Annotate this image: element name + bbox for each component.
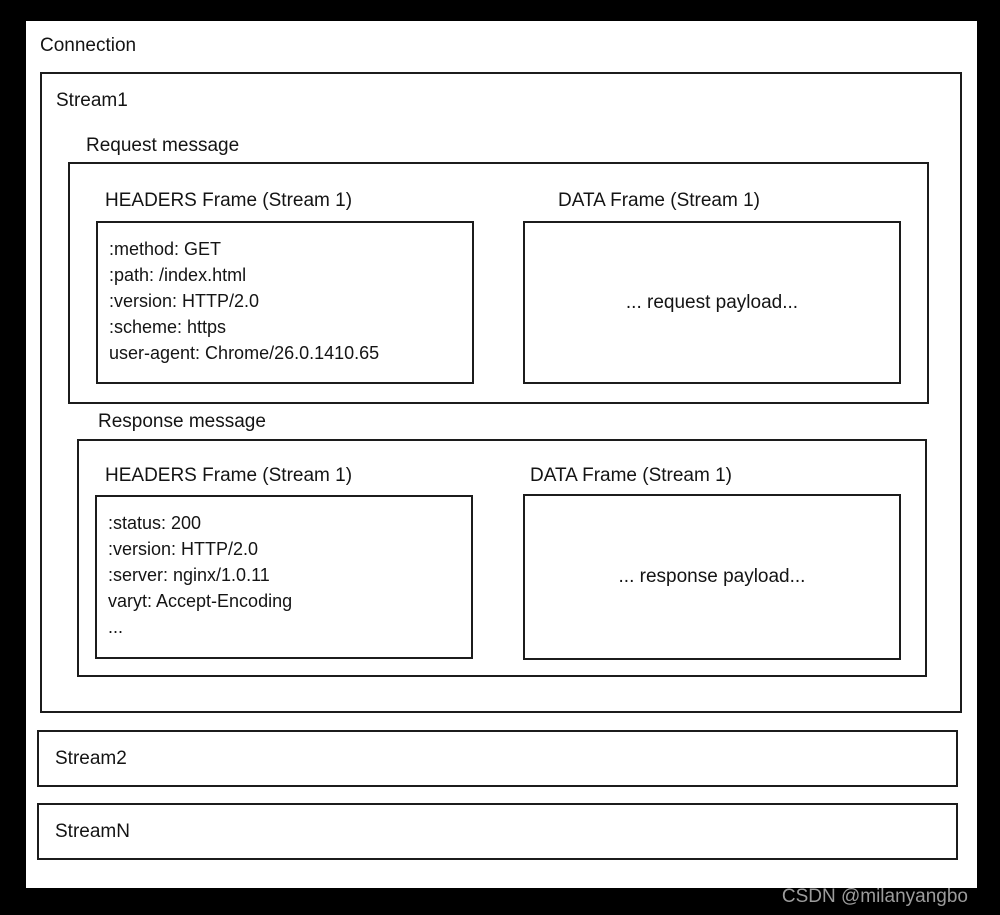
- request-data-frame-title: DATA Frame (Stream 1): [558, 190, 760, 211]
- response-header-line: :version: HTTP/2.0: [108, 539, 259, 559]
- stream2-label: Stream2: [55, 747, 127, 769]
- response-header-line: ...: [108, 617, 124, 637]
- response-header-line: :server: nginx/1.0.11: [108, 565, 270, 585]
- stream1-label: Stream1: [56, 90, 128, 111]
- response-message-label: Response message: [98, 411, 266, 432]
- request-message-label: Request message: [86, 135, 240, 156]
- request-payload-text: ... request payload...: [625, 291, 799, 313]
- response-payload-text: ... response payload...: [618, 566, 806, 587]
- streamN-box: StreamN: [37, 803, 958, 860]
- response-headers-frame-title: HEADERS Frame (Stream 1): [105, 465, 353, 486]
- stream1-box: Stream1 Request message HEADERS Frame (S…: [40, 72, 962, 713]
- response-header-line: varyt: Accept-Encoding: [108, 591, 293, 611]
- connection-box: Connection Stream1 Request message HEADE…: [26, 21, 977, 888]
- connection-label: Connection: [40, 35, 137, 56]
- request-header-line: :scheme: https: [109, 317, 227, 337]
- request-message-box: HEADERS Frame (Stream 1) :method: GET :p…: [68, 162, 929, 404]
- request-header-line: user-agent: Chrome/26.0.1410.65: [109, 343, 380, 363]
- response-header-line: :status: 200: [108, 513, 202, 533]
- stream2-box: Stream2: [37, 730, 958, 787]
- response-headers-frame-box: :status: 200 :version: HTTP/2.0 :server:…: [95, 495, 473, 659]
- request-headers-frame-box: :method: GET :path: /index.html :version…: [96, 221, 474, 384]
- response-data-frame-title: DATA Frame (Stream 1): [530, 465, 732, 486]
- request-headers-frame-title: HEADERS Frame (Stream 1): [105, 190, 353, 211]
- watermark-text: CSDN @milanyangbo: [781, 886, 968, 907]
- request-data-frame-box: ... request payload...: [523, 221, 901, 384]
- response-data-frame-box: ... response payload...: [523, 494, 901, 660]
- request-header-line: :version: HTTP/2.0: [109, 291, 260, 311]
- streamN-label: StreamN: [55, 820, 130, 842]
- request-header-line: :path: /index.html: [109, 265, 247, 285]
- response-message-box: HEADERS Frame (Stream 1) :status: 200 :v…: [77, 439, 927, 677]
- request-header-line: :method: GET: [109, 239, 222, 259]
